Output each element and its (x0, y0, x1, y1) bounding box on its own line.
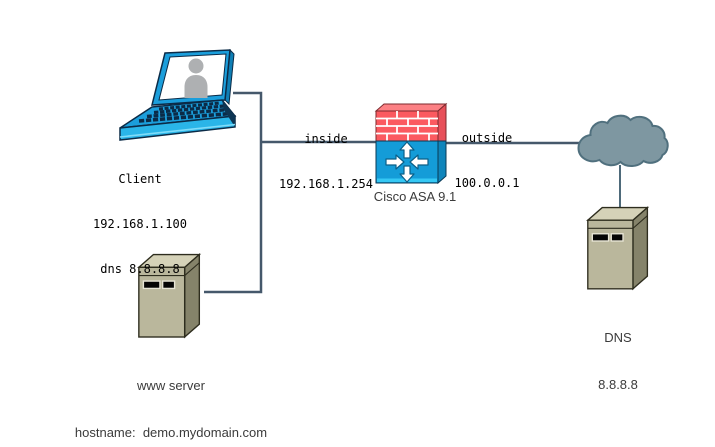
server-front-face (138, 266, 186, 338)
server-side-face (632, 206, 649, 291)
client-dns: dns 8.8.8.8 (100, 262, 180, 276)
dns-server-name: DNS (604, 330, 632, 345)
asa-firewall-icon (374, 102, 448, 185)
server-front-face (587, 219, 634, 290)
outside-interface-label: outside 100.0.0.1 (454, 101, 519, 221)
laptop-user-icon (119, 48, 237, 141)
outside-ip: 100.0.0.1 (454, 176, 520, 190)
routing-arrows-icon (385, 141, 429, 183)
www-server-label-block: www server hostname: demo.mydomain.com 1… (75, 347, 267, 447)
laptop-base-side (222, 100, 235, 127)
dns-server-icon (586, 206, 650, 291)
laptop-base-highlight (119, 123, 236, 138)
firewall-label: Cisco ASA 9.1 (373, 189, 457, 204)
server-drive-slots (142, 280, 176, 290)
www-server-name: www server (137, 378, 205, 393)
client-ip: 192.168.1.100 (93, 217, 187, 231)
cloud-shape (577, 114, 669, 167)
inside-name: inside (304, 132, 348, 146)
www-server-icon (137, 252, 202, 339)
server-lid-groove (138, 262, 200, 277)
inside-interface-label: inside 192.168.1.254 (279, 102, 373, 222)
laptop-keys (138, 101, 232, 123)
person-silhouette (184, 58, 208, 98)
www-server-hostname: hostname: demo.mydomain.com (74, 424, 268, 440)
dns-server-ip: 8.8.8.8 (598, 376, 638, 392)
client-label-block: Client 192.168.1.100 dns 8.8.8.8 (93, 142, 187, 307)
client-name: Client (118, 172, 162, 186)
brick-wall (375, 110, 439, 142)
server-drive-slots (591, 233, 624, 242)
inside-ip: 192.168.1.254 (279, 177, 373, 191)
lan-segment-line (204, 91, 263, 294)
outside-name: outside (461, 131, 513, 145)
firewall-top-face (374, 103, 448, 112)
dns-server-label-block: DNS 8.8.8.8 (598, 299, 638, 423)
cloud-icon (577, 114, 669, 167)
firewall-blue-side (437, 140, 447, 185)
firewall-brick-side (437, 102, 447, 142)
server-lid-groove (587, 215, 648, 229)
